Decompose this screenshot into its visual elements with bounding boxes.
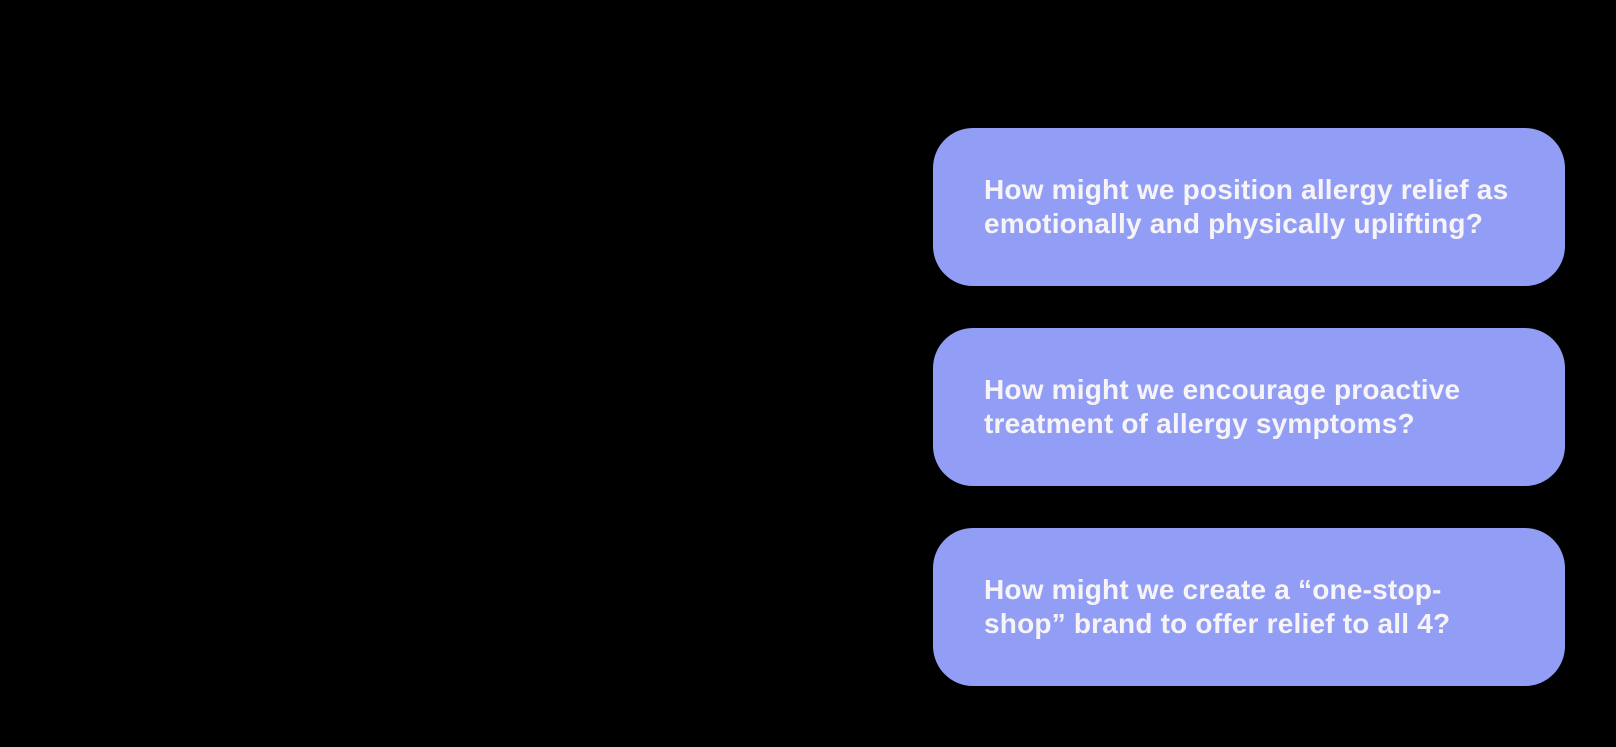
text-line: treatment of allergy symptoms?	[984, 408, 1415, 439]
text-line: emotionally and physically uplifting?	[984, 208, 1484, 239]
hmw-card-text: How might we encourage proactive treatme…	[984, 373, 1460, 441]
hmw-card-one-stop-shop[interactable]: How might we create a “one-stop- shop” b…	[933, 528, 1565, 686]
hmw-card-text: How might we create a “one-stop- shop” b…	[984, 573, 1450, 641]
hmw-card-proactive-treatment[interactable]: How might we encourage proactive treatme…	[933, 328, 1565, 486]
hmw-card-text: How might we position allergy relief as …	[984, 173, 1508, 241]
hmw-card-position-allergy-relief[interactable]: How might we position allergy relief as …	[933, 128, 1565, 286]
text-line: shop” brand to offer relief to all 4?	[984, 608, 1451, 639]
text-line: How might we encourage proactive	[984, 374, 1461, 405]
text-line: How might we position allergy relief as	[984, 174, 1509, 205]
text-line: How might we create a “one-stop-	[984, 574, 1442, 605]
hmw-card-stack: How might we position allergy relief as …	[933, 128, 1565, 686]
